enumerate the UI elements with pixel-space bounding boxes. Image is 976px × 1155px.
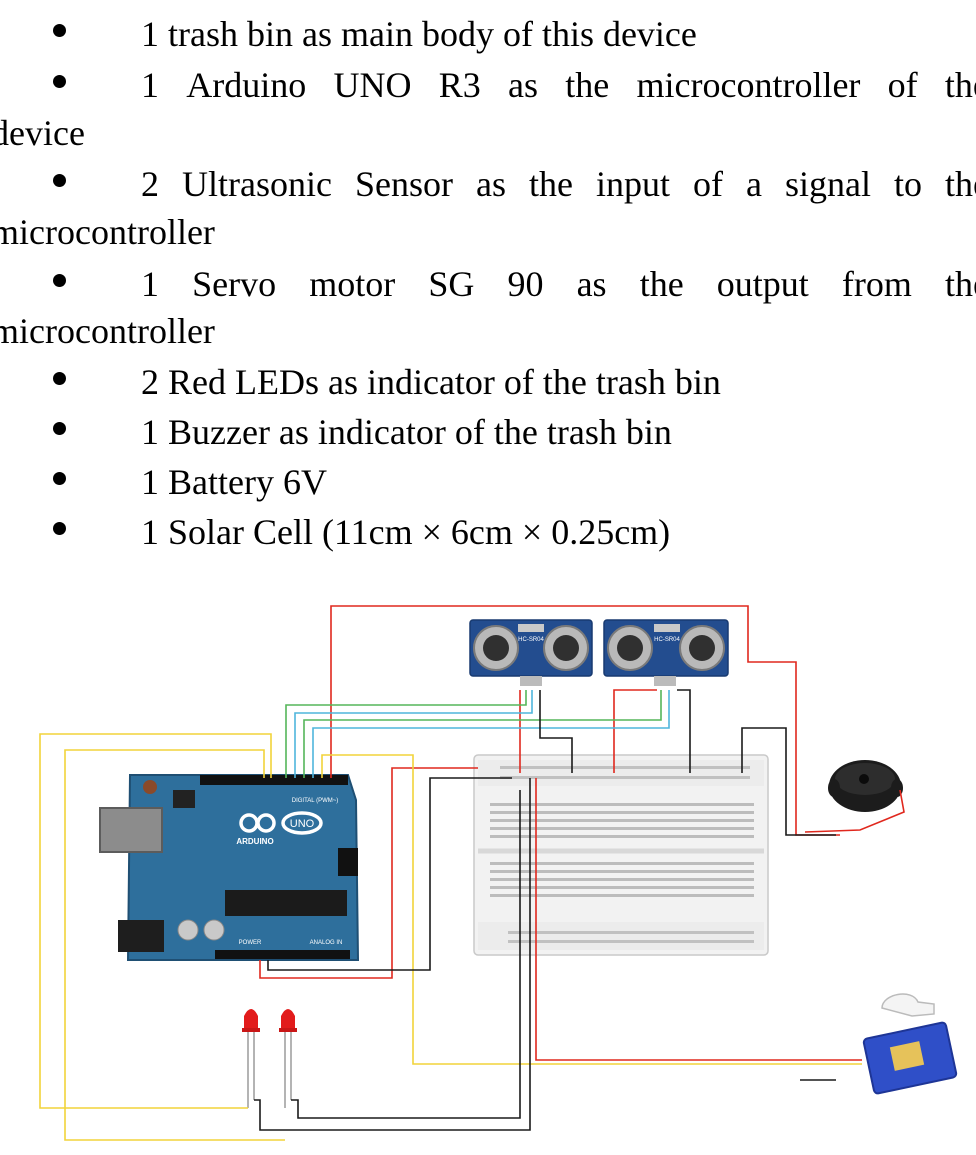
buzzer: [828, 760, 903, 812]
breadboard-holes-bottom: [490, 862, 754, 897]
list-item: 1 Solar Cell (11cm × 6cm × 0.25cm): [0, 508, 976, 556]
wire-black: [677, 689, 691, 773]
wire-red: [259, 767, 478, 979]
ultrasonic-sensor-2: HC-SR04: [603, 619, 729, 686]
list-item: 1 trash bin as main body of this device: [0, 10, 976, 58]
wire-black: [254, 778, 531, 1131]
wire-yellow: [64, 749, 285, 1141]
arduino-logo: [239, 811, 323, 835]
wire-black: [539, 690, 573, 773]
list-item: 2 Red LEDs as indicator of the trash bin: [0, 358, 976, 406]
bullet: [53, 24, 66, 37]
power-jack: [118, 920, 164, 952]
bullet: [53, 472, 66, 485]
led-1: [242, 1009, 260, 1108]
bullet: [53, 422, 66, 435]
wire-black: [291, 790, 521, 1119]
list-item-continuation: device: [0, 113, 85, 153]
atmega-chip: [225, 890, 347, 916]
wire-green: [303, 690, 662, 778]
analog-label: ANALOG IN: [310, 940, 343, 946]
list-item: 1 Arduino UNO R3 as the microcontroller …: [0, 61, 976, 109]
servo-motor: [862, 993, 958, 1095]
bullet: [53, 522, 66, 535]
breadboard-rail-top: [500, 766, 750, 779]
wire-cyan: [312, 690, 670, 778]
power-analog-header: [215, 950, 350, 959]
led-2: [279, 1009, 297, 1108]
wire-cyan: [294, 690, 533, 778]
bullet: [53, 174, 66, 187]
wiring-diagram: UNO ARDUINO DIGITAL (PWM~) POWER ANALOG …: [39, 605, 958, 1141]
list-item: 2 Ultrasonic Sensor as the input of a si…: [0, 160, 976, 208]
wire-red: [804, 789, 905, 833]
wire-yellow: [321, 754, 862, 1065]
digital-header: [200, 775, 348, 785]
bullet: [53, 75, 66, 88]
bullet: [53, 372, 66, 385]
wire-red: [613, 689, 657, 773]
wire-red: [535, 778, 862, 1061]
arduino-uno-board: UNO ARDUINO DIGITAL (PWM~) POWER ANALOG …: [99, 774, 360, 961]
ultrasonic-sensor-1: HC-SR04: [469, 619, 593, 686]
wire-black: [741, 727, 836, 836]
list-item: 1 Battery 6V: [0, 458, 976, 506]
wire-black: [267, 777, 512, 971]
digital-pins-label: DIGITAL (PWM~): [292, 798, 339, 804]
sensor-2-label: HC-SR04: [654, 637, 680, 643]
list-item-continuation: microcontroller: [0, 212, 215, 252]
uno-logo-text: UNO: [290, 818, 315, 830]
list-item: 1 Buzzer as indicator of the trash bin: [0, 408, 976, 456]
list-item: 1 Servo motor SG 90 as the output from t…: [0, 260, 976, 308]
breadboard-rail-bottom: [508, 931, 754, 943]
bullet: [53, 274, 66, 287]
list-item-continuation: microcontroller: [0, 311, 215, 351]
power-label: POWER: [239, 940, 262, 946]
wire-green: [285, 690, 527, 778]
usb-port: [99, 807, 163, 853]
breadboard-holes-top: [490, 803, 754, 838]
arduino-brand-text: ARDUINO: [236, 837, 273, 846]
sensor-1-label: HC-SR04: [518, 637, 544, 643]
breadboard: [473, 754, 769, 956]
wire-yellow: [39, 733, 272, 1109]
